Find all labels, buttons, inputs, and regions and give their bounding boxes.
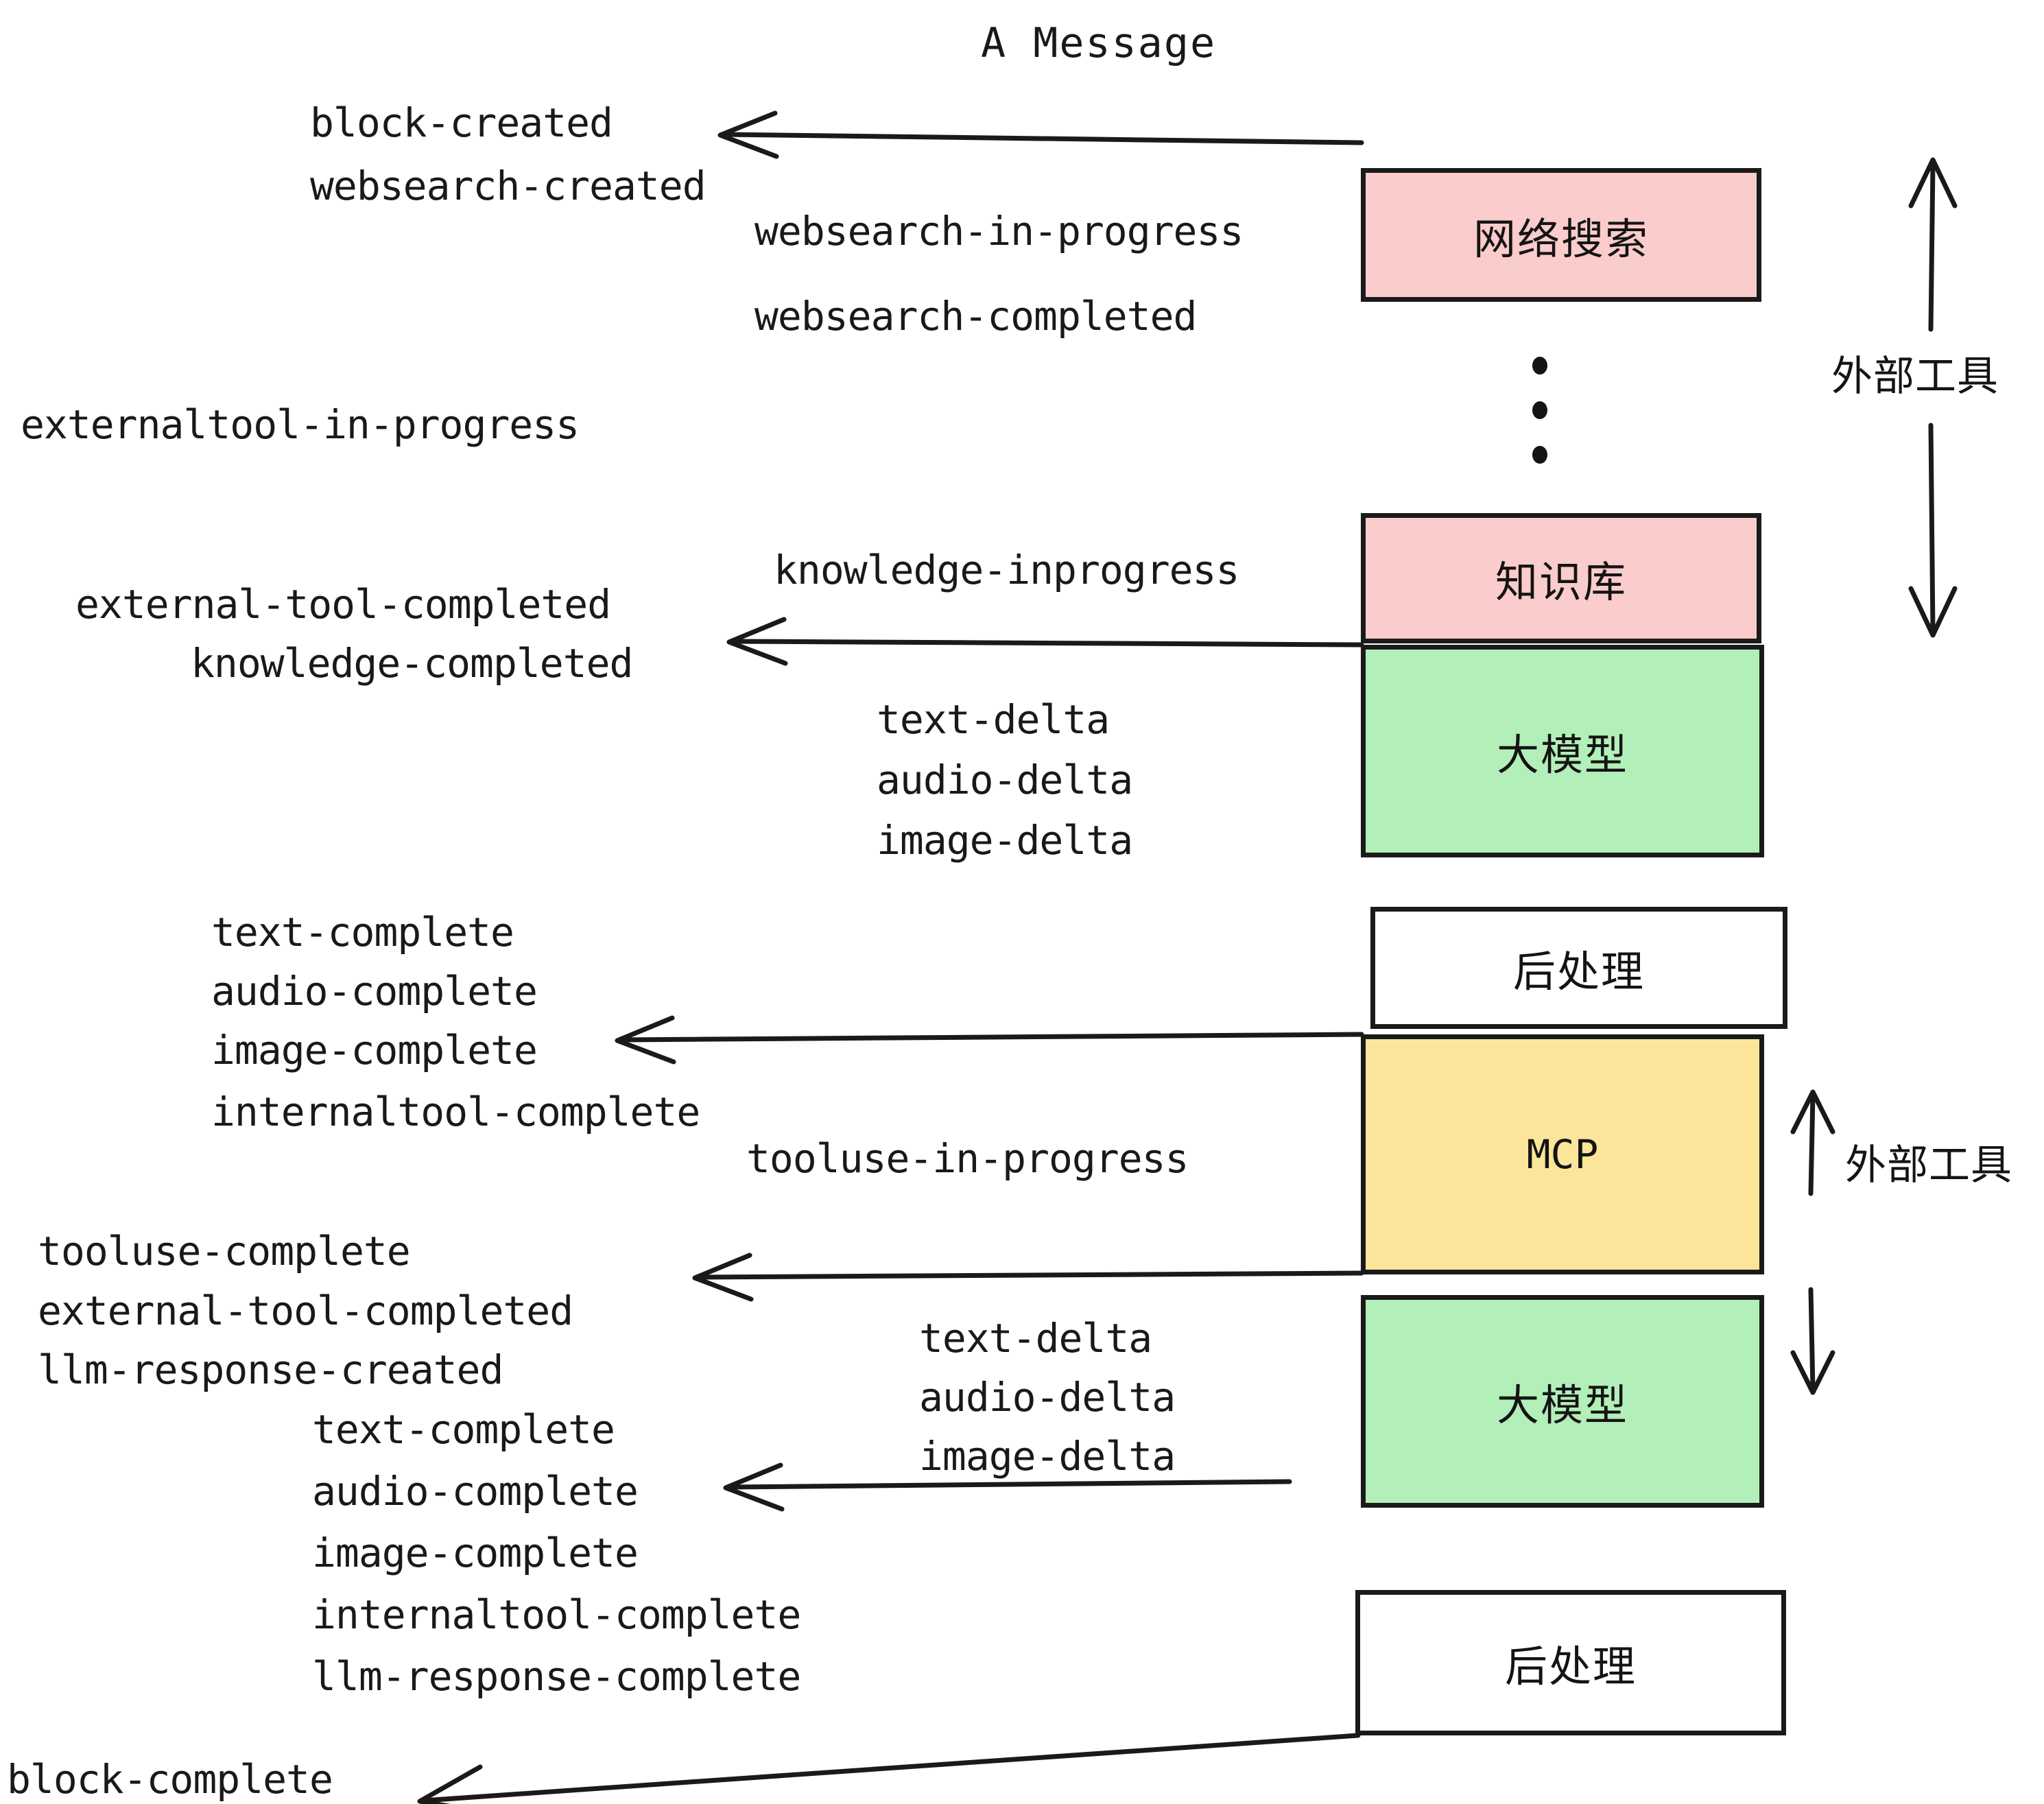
event-internaltool-complete-2: internaltool-complete (312, 1591, 801, 1638)
arrow-websearch-created (721, 132, 1364, 145)
box-llm-2-label: 大模型 (1496, 1380, 1628, 1430)
box-postprocess-2[interactable]: 后处理 (1355, 1590, 1786, 1735)
event-audio-complete-2: audio-complete (312, 1468, 639, 1515)
external-tools-top-down-arrow (1928, 423, 1936, 634)
box-websearch[interactable]: 网络搜索 (1361, 168, 1761, 302)
box-mcp[interactable]: MCP (1361, 1034, 1764, 1274)
external-tools-top-down-arrowhead (1908, 586, 1958, 638)
ellipsis-dot-1 (1532, 357, 1547, 375)
arrow-knowledge-completed (730, 639, 1364, 648)
event-tooluse-in-progress: tooluse-in-progress (746, 1135, 1189, 1182)
event-text-delta-1: text-delta (877, 696, 1110, 743)
event-image-complete-1: image-complete (211, 1027, 538, 1073)
external-tools-bottom-down-arrow (1808, 1287, 1816, 1392)
event-externaltool-in-progress: externaltool-in-progress (21, 401, 580, 448)
event-image-delta-2: image-delta (919, 1433, 1176, 1480)
event-text-delta-2: text-delta (919, 1315, 1152, 1362)
box-mcp-label: MCP (1526, 1131, 1599, 1178)
event-block-complete: block-complete (7, 1756, 333, 1803)
arrow-block-complete (421, 1733, 1361, 1803)
external-tools-top-up-arrow (1928, 162, 1936, 332)
event-audio-delta-2: audio-delta (919, 1374, 1176, 1421)
event-block-created: block-created (310, 99, 613, 146)
ellipsis-dot-3 (1532, 446, 1547, 464)
external-tools-bottom-up-arrowhead (1790, 1089, 1835, 1135)
event-websearch-created: websearch-created (310, 163, 706, 209)
ellipsis-dot-2 (1532, 401, 1547, 419)
arrow-tooluse-complete (696, 1270, 1364, 1280)
arrow-image-complete (618, 1032, 1364, 1043)
arrow-audio-complete (726, 1479, 1292, 1490)
arrowhead-websearch-created (717, 110, 779, 159)
box-llm-1[interactable]: 大模型 (1361, 645, 1764, 857)
box-knowledge-label: 知识库 (1495, 557, 1627, 607)
event-audio-delta-1: audio-delta (877, 757, 1133, 803)
box-llm-1-label: 大模型 (1496, 730, 1628, 780)
event-websearch-completed: websearch-completed (754, 293, 1197, 340)
event-audio-complete-1: audio-complete (211, 968, 538, 1014)
external-tools-bottom-up-arrow (1808, 1093, 1816, 1196)
arrowhead-block-complete (417, 1764, 483, 1804)
event-external-tool-completed-2: external-tool-completed (38, 1287, 573, 1334)
event-external-tool-completed-1: external-tool-completed (75, 581, 611, 628)
box-websearch-label: 网络搜索 (1473, 213, 1649, 264)
event-knowledge-completed: knowledge-completed (191, 640, 633, 687)
box-knowledge[interactable]: 知识库 (1361, 513, 1761, 643)
diagram-title: A Message (981, 19, 1217, 67)
box-postprocess-1[interactable]: 后处理 (1370, 907, 1787, 1029)
side-label-external-tools-bottom: 外部工具 (1845, 1141, 2012, 1189)
event-image-complete-2: image-complete (312, 1530, 639, 1576)
external-tools-top-up-arrowhead (1908, 157, 1958, 209)
event-text-complete-2: text-complete (312, 1406, 615, 1453)
box-postprocess-1-label: 后处理 (1512, 947, 1645, 997)
event-knowledge-inprogress: knowledge-inprogress (774, 547, 1239, 593)
arrowhead-tooluse-complete (692, 1253, 754, 1302)
external-tools-bottom-down-arrowhead (1790, 1350, 1835, 1395)
event-llm-response-created: llm-response-created (38, 1346, 503, 1393)
arrowhead-image-complete (615, 1015, 676, 1065)
event-websearch-in-progress: websearch-in-progress (754, 208, 1244, 254)
event-text-complete-1: text-complete (211, 909, 514, 956)
event-image-delta-1: image-delta (877, 817, 1133, 864)
box-llm-2[interactable]: 大模型 (1361, 1295, 1764, 1508)
box-postprocess-2-label: 后处理 (1504, 1641, 1637, 1692)
event-internaltool-complete-1: internaltool-complete (211, 1089, 700, 1135)
arrowhead-audio-complete (723, 1462, 785, 1512)
arrowhead-knowledge-completed (726, 617, 788, 666)
event-llm-response-complete: llm-response-complete (312, 1653, 801, 1700)
event-tooluse-complete: tooluse-complete (38, 1228, 411, 1274)
side-label-external-tools-top: 外部工具 (1831, 353, 1999, 401)
